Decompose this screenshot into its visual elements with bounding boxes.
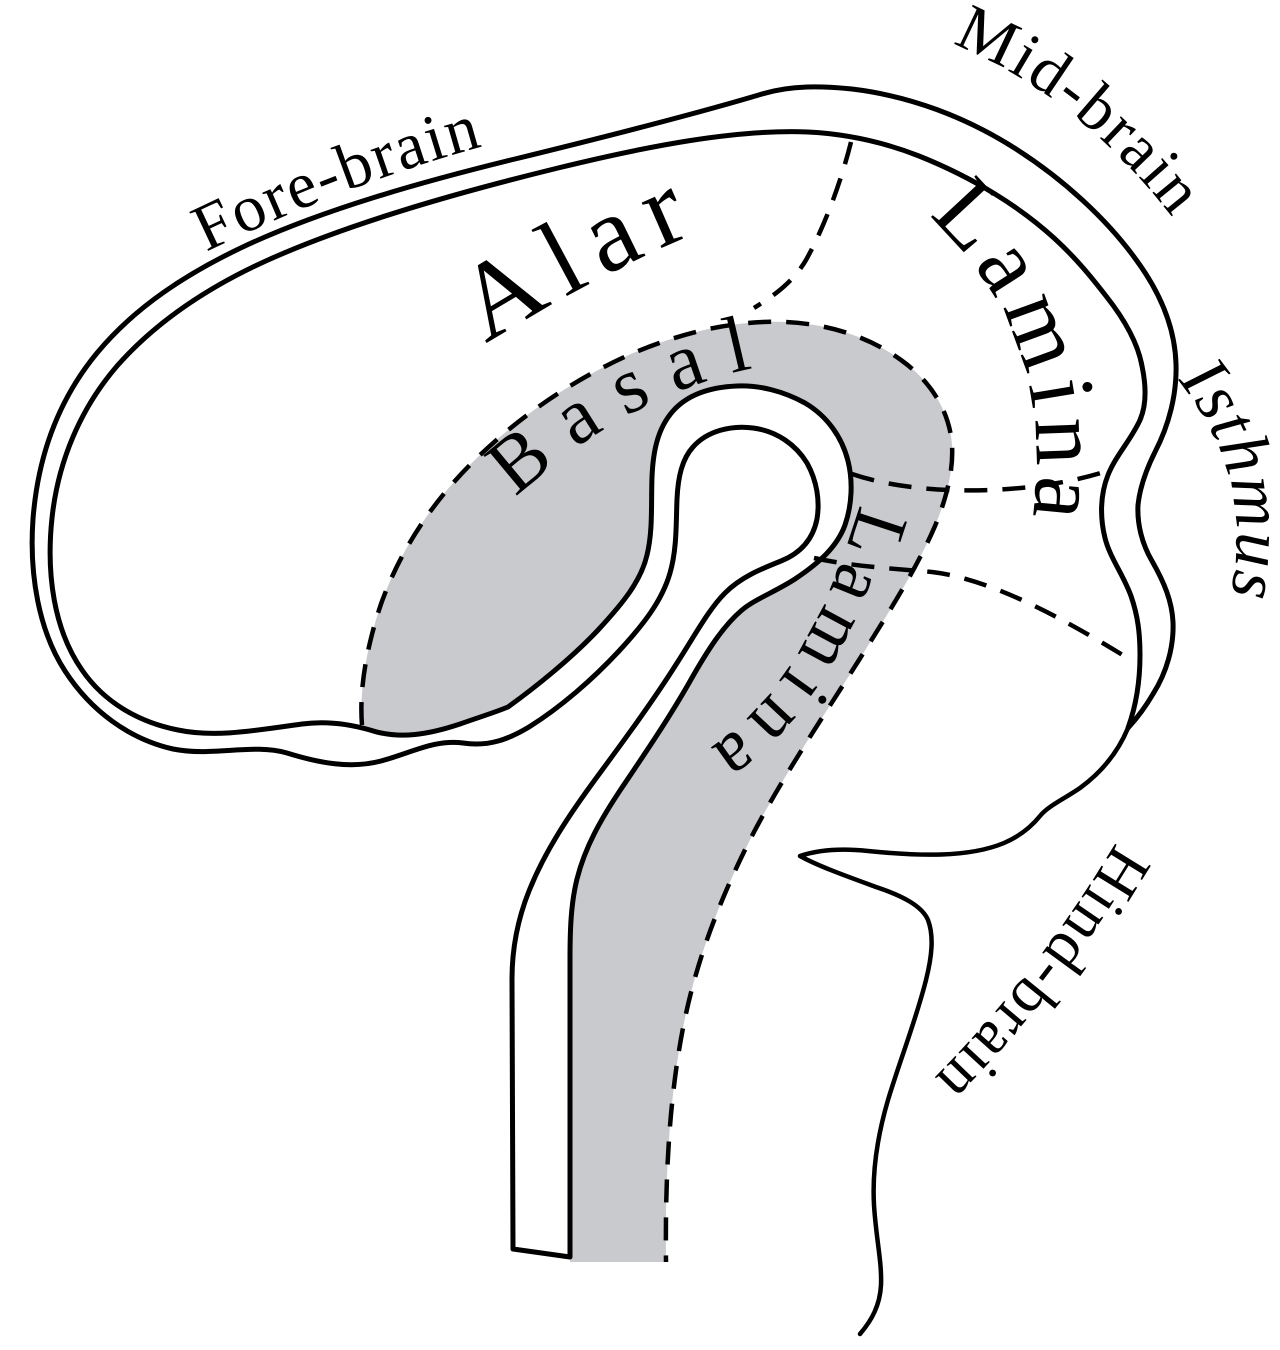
label-isthmus: Isthmus bbox=[1165, 343, 1280, 607]
basal-lamina-region bbox=[361, 321, 953, 1262]
forebrain-midbrain-boundary bbox=[752, 141, 854, 310]
label-hind-brain: Hind-brain bbox=[923, 835, 1165, 1119]
hindbrain-ventral-outline bbox=[797, 725, 1131, 1337]
basal-lamina-dashed-boundary bbox=[359, 319, 955, 1263]
neural-tube-wall-band bbox=[29, 84, 1179, 1260]
